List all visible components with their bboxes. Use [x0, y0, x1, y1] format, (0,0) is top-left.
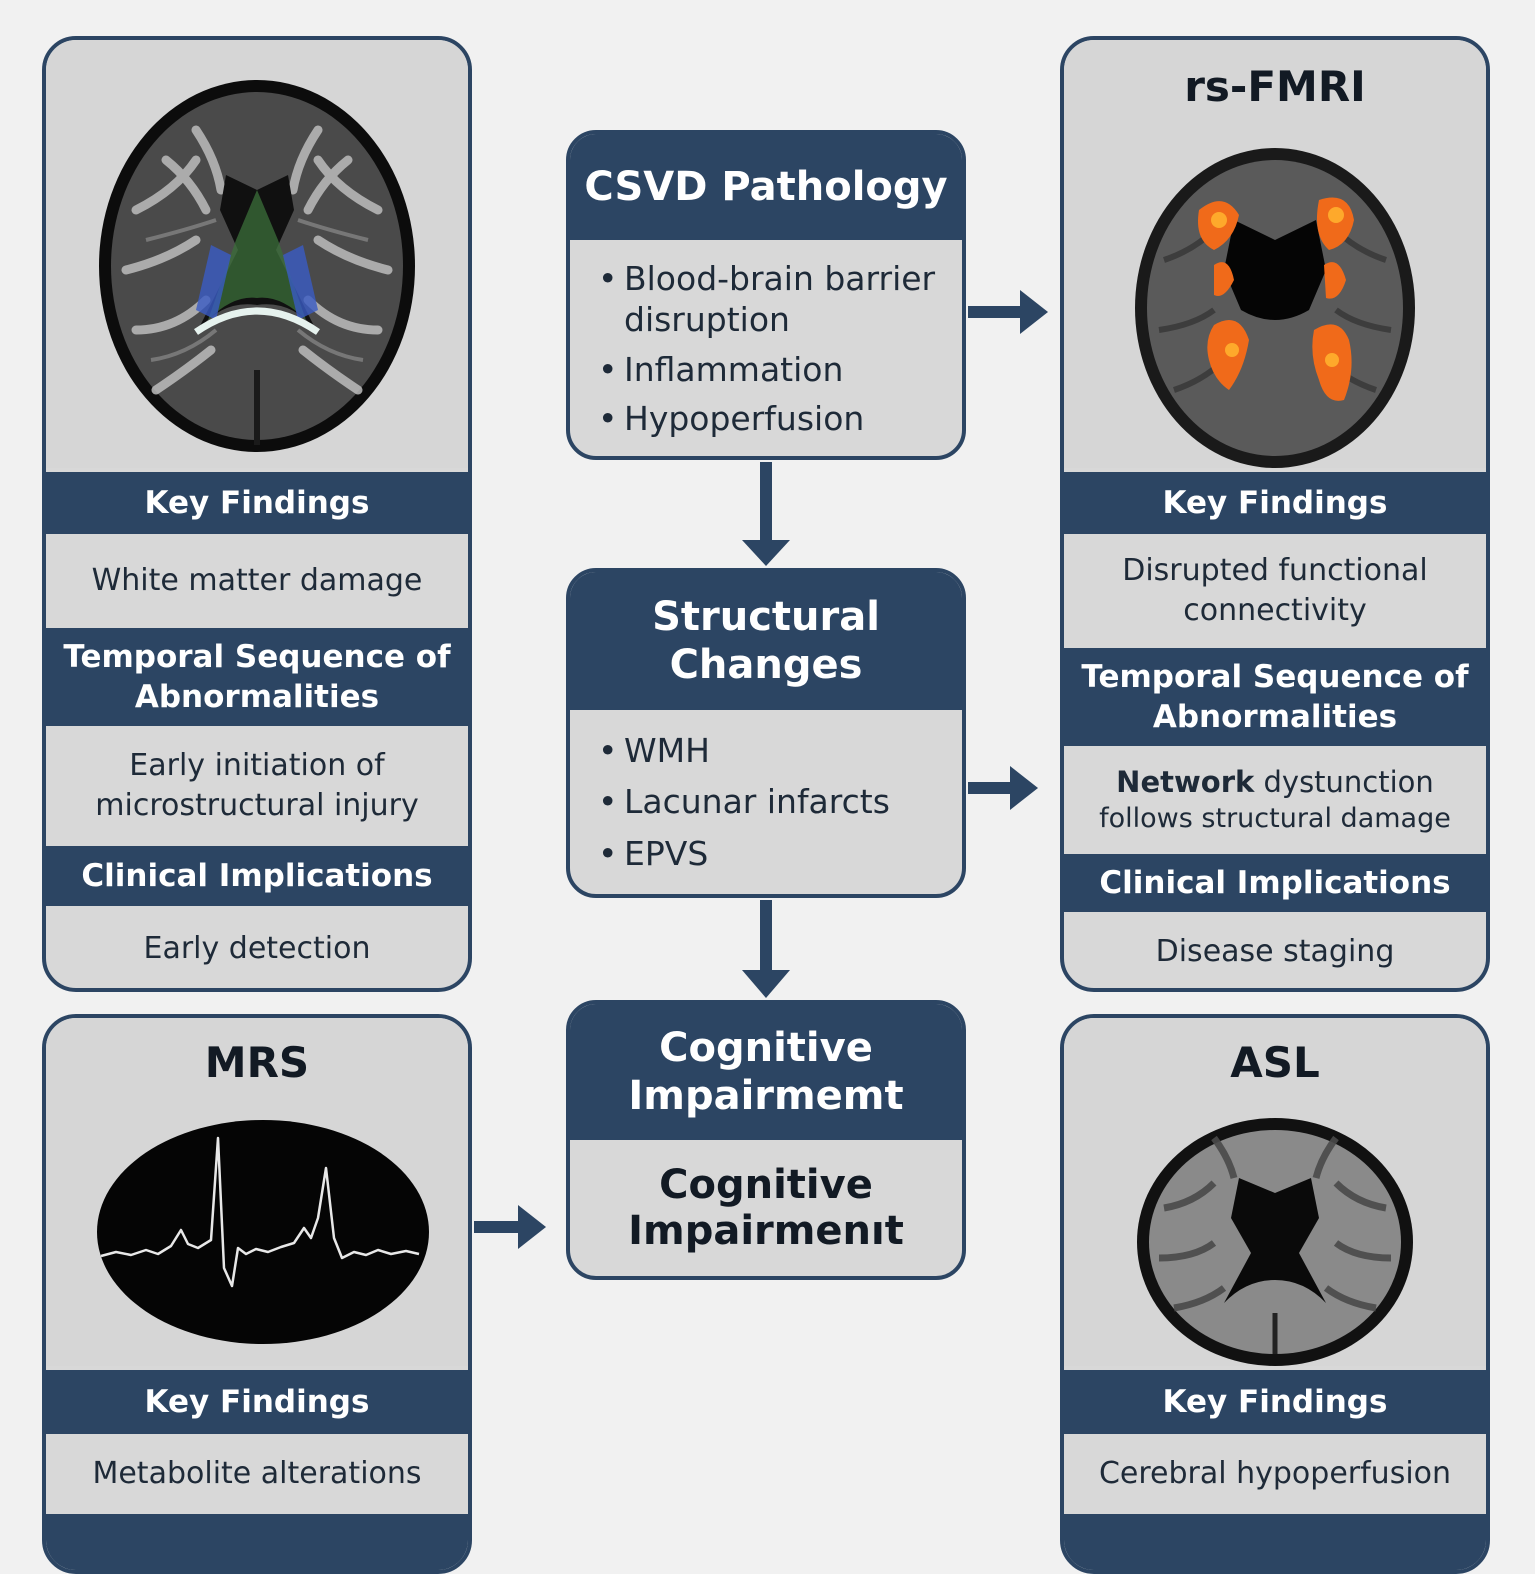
- pathology-item: Blood-brain barrier disruption: [598, 258, 942, 341]
- cognitive-impairment-title: Cognitive Impairmemt: [570, 1004, 962, 1140]
- structural-changes-title: Structural Changes: [570, 572, 962, 710]
- asl-brain-scan: [1137, 1118, 1413, 1366]
- arrow-pathology-to-rsfmri: [968, 290, 1048, 334]
- asl-panel: ASL Key Findings Cerebral hypoperfusion: [1060, 1014, 1490, 1574]
- dti-clinical-text: Early detection: [143, 931, 371, 967]
- arrow-mrs-to-cognitive: [474, 1205, 546, 1249]
- asl-key-findings-text: Cerebral hypoperfusion: [1098, 1456, 1452, 1492]
- structural-changes-box: Structural Changes WMH Lacunar infarcts …: [566, 568, 966, 898]
- structural-item: EPVS: [598, 833, 942, 875]
- rsfmri-temporal-header: Temporal Sequence of Abnormalities: [1064, 648, 1486, 746]
- dti-brain-scan: [99, 80, 415, 452]
- mrs-image-area: MRS: [46, 1018, 468, 1366]
- dti-temporal-header: Temporal Sequence of Abnormalities: [46, 628, 468, 726]
- arrow-pathology-to-structural: [742, 462, 790, 566]
- rsfmri-key-findings-header: Key Findings: [1064, 472, 1486, 534]
- rsfmri-temporal-bold: Network: [1116, 765, 1255, 800]
- mrs-panel: MRS Key Findings Metabolite alterations: [42, 1014, 472, 1574]
- rsfmri-temporal-rest: dystunction: [1254, 765, 1434, 800]
- cognitive-impairment-body: Cognitive Impairmenıt: [628, 1162, 904, 1254]
- dti-image-area: [46, 40, 468, 468]
- rsfmri-panel: rs-FMRI Key Findings: [1060, 36, 1490, 992]
- dti-key-findings-text: White matter damage: [91, 563, 423, 599]
- dti-clinical-header: Clinical Implications: [46, 846, 468, 906]
- rsfmri-temporal-text: Network dystunction follows structural d…: [1064, 750, 1486, 850]
- rsfmri-clinical-header: Clinical Implications: [1064, 854, 1486, 912]
- asl-key-findings-header: Key Findings: [1064, 1370, 1486, 1434]
- asl-image-area: ASL: [1064, 1018, 1486, 1366]
- structural-item: Lacunar infarcts: [598, 781, 942, 823]
- rsfmri-brain-scan: [1135, 148, 1415, 468]
- structural-changes-body: WMH Lacunar infarcts EPVS: [570, 710, 962, 874]
- dti-panel: Key Findings White matter damage Tempora…: [42, 36, 472, 992]
- mrs-key-findings-text: Metabolite alterations: [92, 1456, 422, 1492]
- flow-arrows: [474, 290, 1048, 1249]
- arrow-structural-to-cognitive: [742, 900, 790, 998]
- rsfmri-temporal-line2: follows structural damage: [1099, 803, 1451, 835]
- pathology-item: Inflammation: [598, 349, 942, 391]
- mrs-spectrum: [97, 1120, 429, 1344]
- csvd-pathology-box: CSVD Pathology Blood-brain barrier disru…: [566, 130, 966, 460]
- rsfmri-temporal-line1: Network dystunction: [1116, 763, 1434, 801]
- rsfmri-title: rs-FMRI: [1184, 62, 1366, 111]
- mrs-key-findings-header: Key Findings: [46, 1370, 468, 1434]
- rsfmri-key-findings-text: Disrupted functional connectivity: [1122, 553, 1428, 628]
- rsfmri-clinical-text: Disease staging: [1155, 934, 1395, 970]
- dti-temporal-text: Early initiation of microstructural inju…: [95, 748, 419, 823]
- pathology-item: Hypoperfusion: [598, 398, 942, 440]
- arrow-structural-to-rsfmri: [968, 766, 1038, 810]
- csvd-pathology-body: Blood-brain barrier disruption Inflammat…: [570, 240, 962, 439]
- csvd-pathology-title: CSVD Pathology: [570, 134, 962, 240]
- structural-item: WMH: [598, 730, 942, 772]
- dti-key-findings-header: Key Findings: [46, 472, 468, 534]
- rsfmri-image-area: rs-FMRI: [1064, 40, 1486, 468]
- asl-title: ASL: [1230, 1038, 1320, 1087]
- mrs-title: MRS: [204, 1038, 310, 1087]
- cognitive-impairment-box: Cognitive Impairmemt Cognitive Impairmen…: [566, 1000, 966, 1280]
